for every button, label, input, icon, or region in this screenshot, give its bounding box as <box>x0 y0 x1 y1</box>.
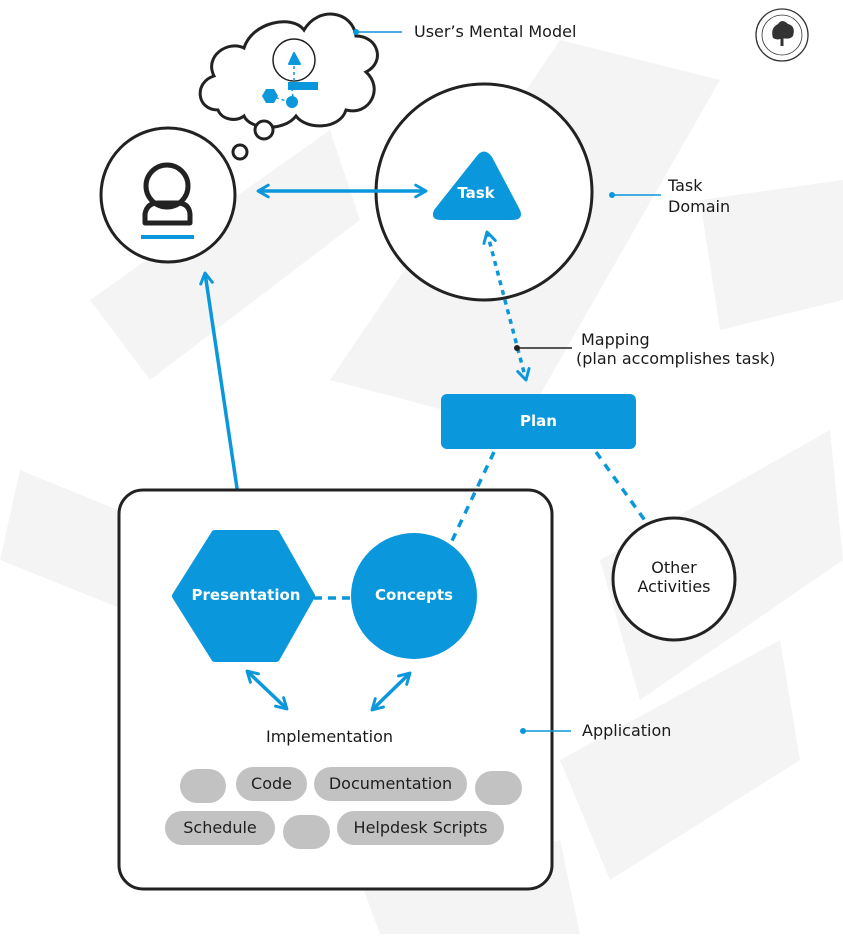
thought-cloud-icon <box>198 12 379 161</box>
blank-pill <box>475 771 522 805</box>
user-icon <box>141 162 194 239</box>
plan-concepts-link <box>448 451 496 546</box>
other-activities-label-line2: Activities <box>637 577 711 596</box>
tree-seal-logo <box>755 8 809 62</box>
code-pill: Code <box>236 767 307 801</box>
user-node <box>99 126 237 264</box>
schedule-pill: Schedule <box>165 811 275 845</box>
task-label: Task <box>457 184 495 202</box>
task-domain-label-line2: Domain <box>668 197 731 216</box>
helpdesk-scripts-pill: Helpdesk Scripts <box>337 811 504 845</box>
concepts-implementation-arrow <box>370 671 412 712</box>
presentation-hexagon <box>172 530 315 662</box>
application-leader <box>520 728 571 734</box>
blank-pill <box>283 815 330 849</box>
plan-other-link <box>594 450 648 524</box>
mental-model-label: User’s Mental Model <box>414 22 577 41</box>
plan-box <box>441 394 636 449</box>
task-triangle <box>432 151 521 220</box>
other-activities-label-line1: Other <box>651 558 697 577</box>
plan-label: Plan <box>520 412 557 430</box>
blank-pill <box>180 769 226 803</box>
presentation-implementation-arrow <box>245 669 289 711</box>
mental-model-leader <box>353 29 402 35</box>
implementation-label: Implementation <box>266 727 394 746</box>
documentation-pill: Documentation <box>314 767 467 801</box>
concepts-circle <box>351 533 477 659</box>
task-domain-label-line1: Task <box>668 176 703 195</box>
mapping-leader <box>514 345 572 351</box>
application-label: Application <box>582 721 672 740</box>
other-activities-node <box>611 516 737 642</box>
mapping-label-line2: (plan accomplishes task) <box>576 349 776 368</box>
mapping-label-line1: Mapping <box>581 330 650 349</box>
concepts-label: Concepts <box>375 586 453 604</box>
presentation-label: Presentation <box>191 586 301 604</box>
user-presentation-arrow <box>199 271 247 517</box>
